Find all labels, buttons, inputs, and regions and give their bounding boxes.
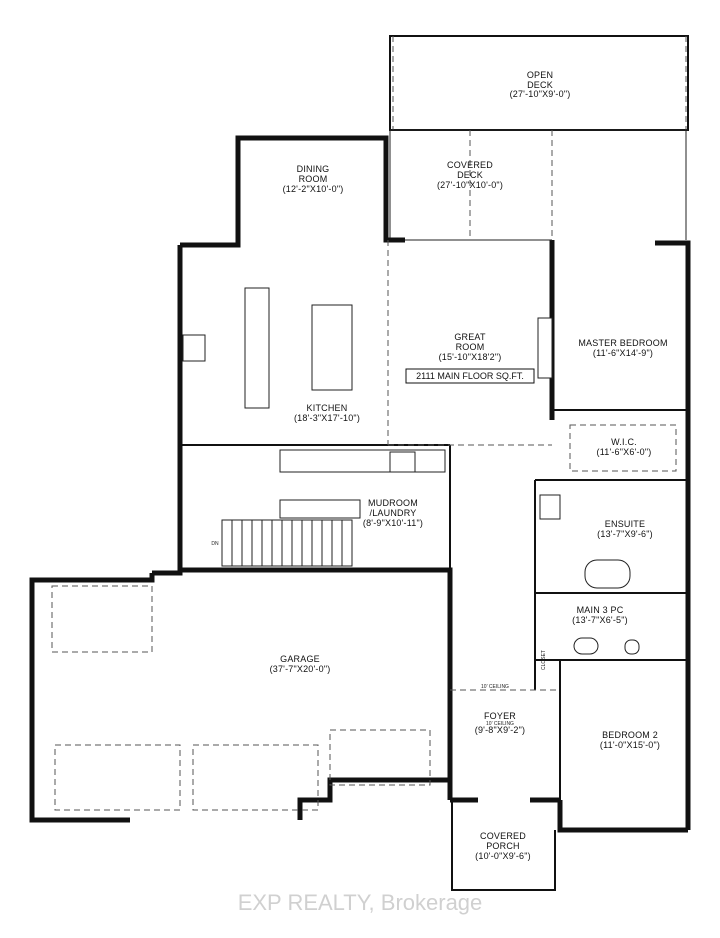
main-3pc-label: MAIN 3 PC (13'-7"X6'-5") [572,605,628,625]
covered-deck [389,130,687,240]
mudroom-line2: /LAUNDRY [370,508,417,518]
mudroom-dims: (8'-9"X10'-11") [363,518,423,528]
open-deck-dims: (27'-10"X9'-0") [510,89,571,99]
covered-porch-dims: (10'-0"X9'-6") [475,851,531,861]
foyer-dims: (9'-8"X9'-2") [475,725,525,735]
great-room-dims: (15'-10"X18'2") [439,352,502,362]
covered-deck-label: COVERED DECK (27'-10"X10'-0") [437,160,503,190]
ensuite-name: ENSUITE [605,519,645,529]
covered-deck-dims: (27'-10"X10'-0") [437,180,503,190]
watermark-text: EXP REALTY, Brokerage [238,890,483,915]
bedroom2-label: BEDROOM 2 (11'-0"X15'-0") [600,730,660,750]
bedroom2-dims: (11'-0"X15'-0") [600,740,660,750]
open-deck [389,35,689,215]
closet-label: CLOSET [541,650,547,670]
foyer-note: 10' CEILING [486,721,514,727]
dining-room-line2: ROOM [299,174,328,184]
kitchen-name: KITCHEN [307,403,348,413]
master-bedroom-name: MASTER BEDROOM [578,338,667,348]
foyer-label: FOYER 10' CEILING (9'-8"X9'-2") [475,711,525,735]
ensuite-dims: (13'-7"X9'-6") [597,529,653,539]
open-deck-label: OPEN DECK (27'-10"X9'-0") [510,70,571,99]
stairs-down-label: DN [211,541,219,547]
wic-label: W.I.C. (11'-6"X6'-0") [597,437,652,457]
wic-name: W.I.C. [611,437,637,447]
dining-room-label: DINING ROOM (12'-2"X10'-0") [283,164,344,194]
foyer-name: FOYER [484,711,516,721]
covered-porch-line1: COVERED [480,831,526,841]
kitchen-dims: (18'-3"X17'-10") [294,413,360,423]
garage-label: GARAGE (37'-7"X20'-0") [270,654,331,674]
garage-dims: (37'-7"X20'-0") [270,664,331,674]
covered-porch [451,800,556,891]
mudroom-label: MUDROOM /LAUNDRY (8'-9"X10'-11") [363,498,423,528]
open-deck-line2: DECK [527,80,553,90]
master-bedroom-dims: (11'-6"X14'-9") [593,348,653,358]
kitchen-label: KITCHEN (18'-3"X17'-10") [294,403,360,423]
master-bedroom-label: MASTER BEDROOM (11'-6"X14'-9") [578,338,667,358]
open-deck-line1: OPEN [527,70,553,80]
covered-porch-label: COVERED PORCH (10'-0"X9'-6") [475,831,531,861]
fixtures [182,287,640,655]
bedroom2-name: BEDROOM 2 [602,730,658,740]
dining-room-dims: (12'-2"X10'-0") [283,184,344,194]
interior-walls [180,239,686,830]
covered-porch-line2: PORCH [486,841,520,851]
great-room-line2: ROOM [456,342,485,352]
ensuite-label: ENSUITE (13'-7"X9'-6") [597,519,653,539]
wic-dims: (11'-6"X6'-0") [597,447,652,457]
dining-room-line1: DINING [297,164,330,174]
ceiling-note: 10' CEILING [481,684,509,690]
covered-deck-line1: COVERED [447,160,493,170]
great-room-line1: GREAT [454,332,486,342]
main-3pc-dims: (13'-7"X6'-5") [572,615,628,625]
main-3pc-name: MAIN 3 PC [577,605,624,615]
sqft-box: 2111 MAIN FLOOR SQ.FT. [405,368,535,384]
great-room-label: GREAT ROOM (15'-10"X18'2") [439,332,502,362]
covered-deck-line2: DECK [457,170,483,180]
exterior-walls [29,135,691,833]
mudroom-line1: MUDROOM [368,498,418,508]
sqft-text: 2111 MAIN FLOOR SQ.FT. [416,371,524,381]
garage-name: GARAGE [280,654,320,664]
garage-doors [51,585,431,811]
